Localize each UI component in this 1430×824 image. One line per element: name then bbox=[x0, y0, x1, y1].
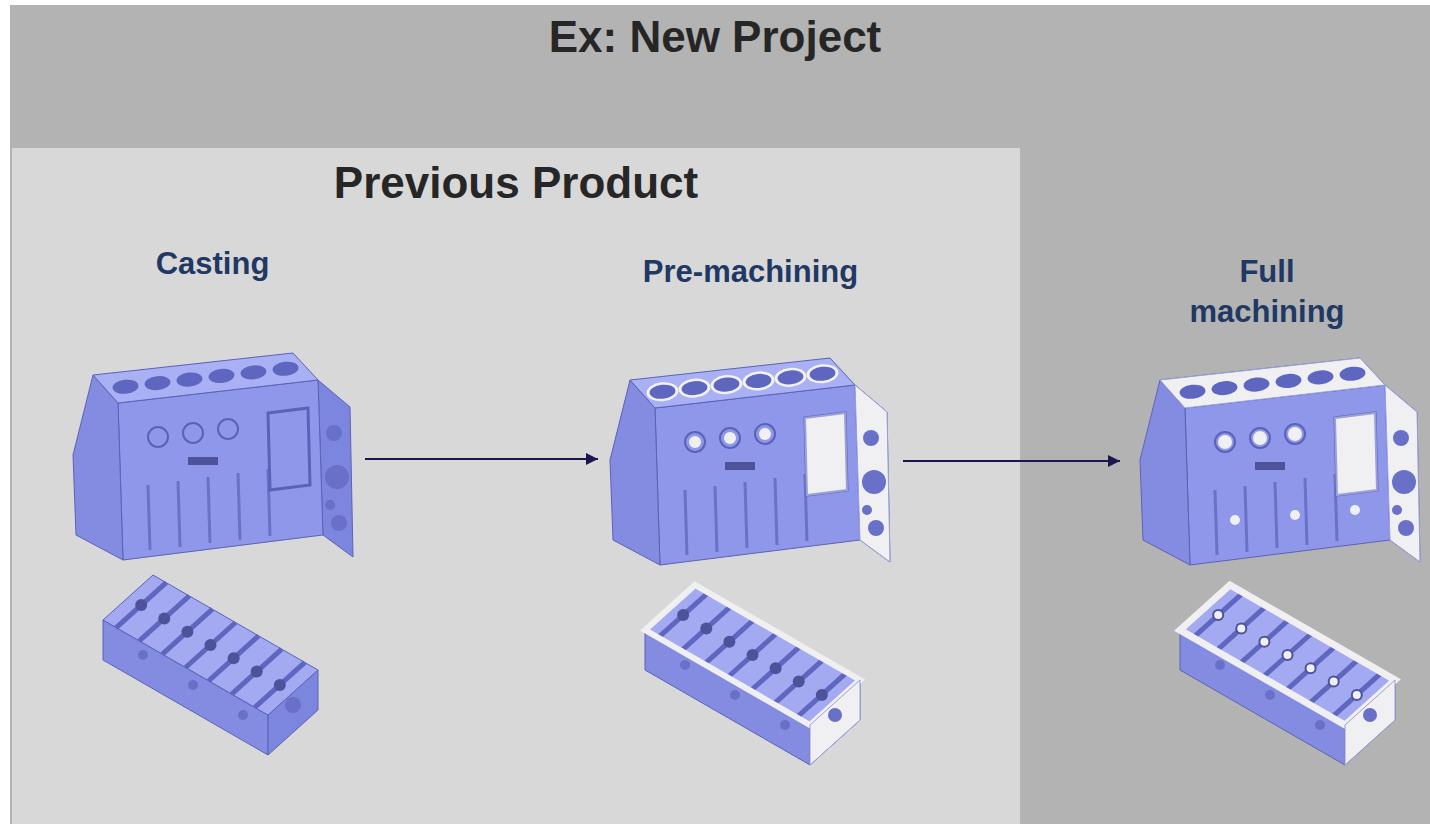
drawing-part bbox=[1214, 611, 1222, 619]
stage-label: Full machining bbox=[1167, 252, 1367, 333]
drawing-part bbox=[759, 428, 771, 440]
drawing-part bbox=[649, 365, 836, 400]
drawing-part bbox=[1230, 515, 1240, 525]
drawing-part bbox=[1290, 510, 1300, 520]
product-panel: Previous ProductCasting Pre-machining bbox=[12, 148, 1020, 824]
drawing-part bbox=[855, 385, 890, 562]
casting-top bbox=[73, 353, 353, 560]
pre-machined-bottom bbox=[645, 585, 860, 765]
casting-bottom bbox=[103, 575, 318, 755]
drawing-part bbox=[1307, 664, 1315, 672]
stage-column: Pre-machining bbox=[598, 248, 903, 768]
drawing-part bbox=[610, 358, 890, 565]
slide-background bbox=[10, 5, 1430, 824]
drawing-part bbox=[1218, 435, 1232, 449]
drawing-part bbox=[805, 413, 847, 495]
drawing-part bbox=[810, 680, 860, 765]
stage-column: Casting bbox=[60, 240, 365, 760]
drawing-part bbox=[1350, 505, 1360, 515]
drawing-part bbox=[1253, 431, 1267, 445]
drawing-part bbox=[103, 575, 318, 755]
drawing-part bbox=[724, 432, 736, 444]
drawing-part bbox=[645, 585, 860, 765]
flow-arrow bbox=[903, 460, 1120, 462]
drawing-part bbox=[862, 430, 886, 536]
flow-arrow bbox=[365, 458, 598, 460]
slide-title: Ex: New Project bbox=[549, 12, 882, 63]
drawing-part bbox=[1140, 358, 1420, 565]
drawing-part bbox=[689, 436, 701, 448]
full-machined-bottom bbox=[1180, 585, 1395, 765]
drawing-part bbox=[645, 585, 860, 725]
drawing-part bbox=[1180, 585, 1395, 725]
drawing-part bbox=[1160, 358, 1385, 408]
panel-heading: Previous Product bbox=[334, 154, 698, 211]
stage-column: Full machining bbox=[1120, 250, 1414, 770]
drawing-part bbox=[1180, 585, 1395, 765]
drawing-part bbox=[1284, 651, 1292, 659]
drawing-part bbox=[1214, 611, 1361, 699]
drawing-part bbox=[646, 363, 840, 403]
full-machined-top bbox=[1140, 358, 1420, 565]
stage-label: Pre-machining bbox=[643, 252, 858, 292]
drawing-part bbox=[73, 353, 353, 560]
drawing-part bbox=[1260, 638, 1268, 646]
drawing-part bbox=[1363, 708, 1377, 722]
drawing-part bbox=[1345, 680, 1395, 765]
stage-label: Casting bbox=[156, 244, 270, 284]
title-holder: Ex: New Project bbox=[0, 12, 1430, 63]
drawing-part bbox=[1237, 624, 1245, 632]
drawing-part bbox=[1179, 365, 1366, 400]
drawing-part bbox=[828, 708, 842, 722]
drawing-part bbox=[1330, 678, 1338, 686]
drawing-part bbox=[1385, 385, 1420, 562]
pre-machined-top bbox=[610, 358, 890, 565]
drawing-part bbox=[1288, 427, 1302, 441]
drawing-part bbox=[1392, 430, 1416, 536]
drawing-part bbox=[1335, 413, 1377, 495]
drawing-part bbox=[1353, 691, 1361, 699]
